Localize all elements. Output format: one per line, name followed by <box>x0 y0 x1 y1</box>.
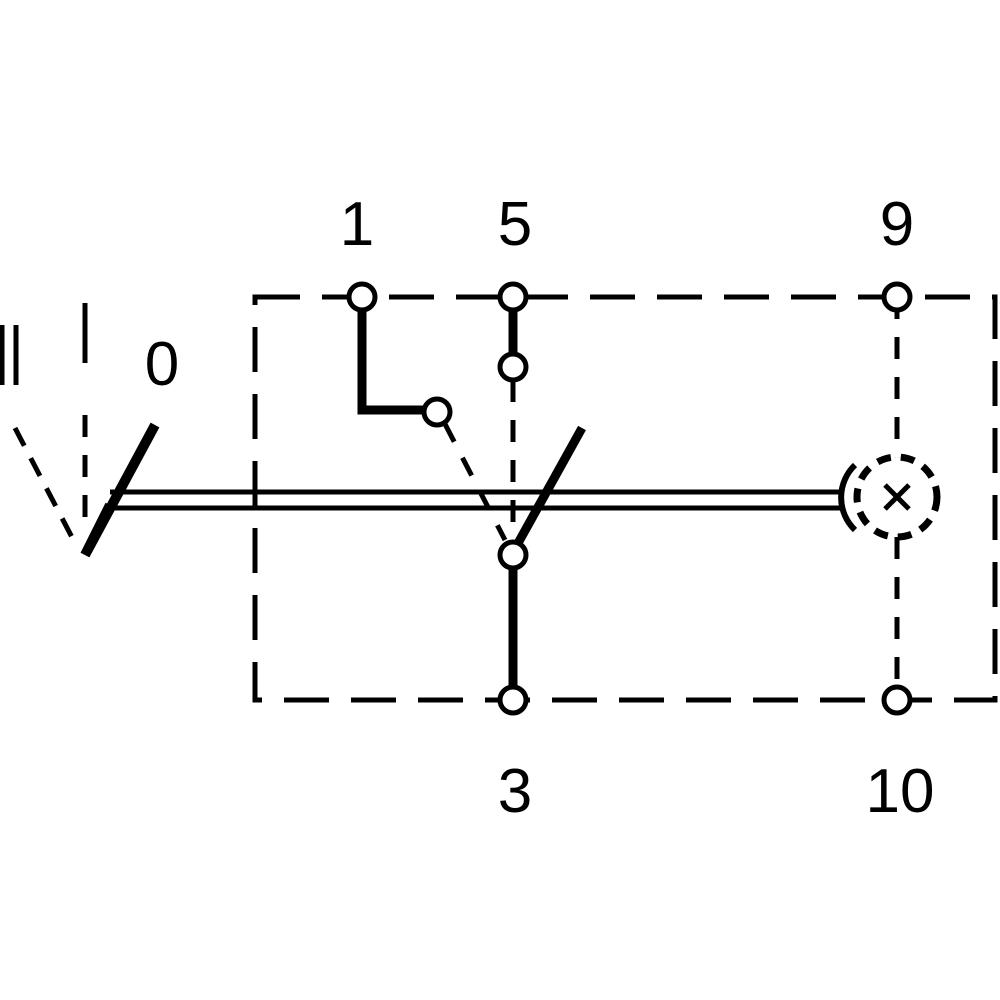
position-0-label: 0 <box>145 330 179 399</box>
terminal-1-wire <box>357 310 425 415</box>
common-contact-node <box>497 539 529 571</box>
terminal-1-label: 1 <box>340 190 374 259</box>
terminal-3-node <box>497 684 529 716</box>
switch-blade <box>513 425 586 548</box>
terminal-3-label: 3 <box>498 757 532 826</box>
rocker-lever <box>80 422 160 558</box>
terminal-1-node <box>346 281 378 313</box>
terminal-5-node <box>497 281 529 313</box>
terminal-10-label: 10 <box>866 757 935 826</box>
terminal-10-node <box>881 684 913 716</box>
terminal-5-label: 5 <box>498 190 532 259</box>
lamp-arc <box>838 462 858 533</box>
contact-node <box>421 396 453 428</box>
terminal-9-label: 9 <box>880 190 914 259</box>
contact-dashed-link <box>442 422 508 542</box>
terminal-5-inner-node <box>497 351 529 383</box>
terminal-9-node <box>881 281 913 313</box>
position-II-dashed-line <box>12 426 79 547</box>
lamp-x-mark <box>883 483 911 511</box>
switch-housing-outline <box>252 294 998 703</box>
